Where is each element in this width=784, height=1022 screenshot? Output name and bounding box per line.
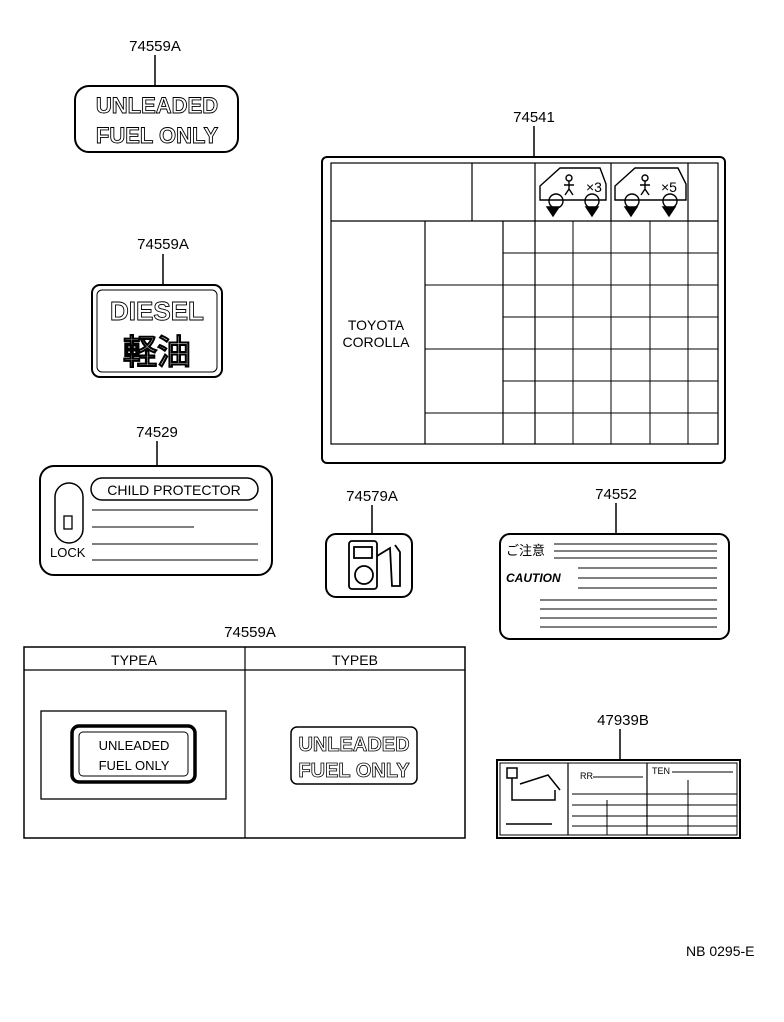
diesel-line2: 軽油 [123,334,191,372]
spec-ten-text: TEN [652,766,670,776]
caution-jp-heading: ご注意 [506,543,545,558]
type-b-line2: FUEL ONLY [298,760,410,782]
part-number-child-protector: 74529 [136,424,178,441]
type-a-line2: FUEL ONLY [99,758,170,773]
occupants-5-text: ×5 [661,179,677,195]
part-number-diesel: 74559A [137,236,189,253]
lock-switch-icon [54,482,84,544]
car-5-occupants-icon [614,167,687,218]
type-comparison-panel: 74559A TYPEA TYPEB UNLEADED FUEL ONLY UN… [23,624,466,839]
diesel-label: 74559A DIESEL 軽油 [91,236,223,378]
caution-en-heading: CAUTION [506,571,561,585]
diagram-code: NB 0295-E [686,943,754,959]
unleaded-top-line1: UNLEADED [96,93,218,118]
caution-label: 74552 ご注意 CAUTION [499,486,730,640]
car-3-occupants-icon [539,167,607,218]
spec-label: 47939B RR TEN [496,712,741,839]
type-b-heading: TYPEB [332,652,378,668]
caution-text-lines [540,543,717,628]
vehicle-name-line2: COROLLA [343,334,411,350]
fuel-pump-icon [348,540,401,590]
part-number-caution: 74552 [595,486,637,503]
part-number-load-table: 74541 [513,109,555,126]
unleaded-label-top: 74559A UNLEADED FUEL ONLY [74,38,239,153]
part-number-type-panel: 74559A [224,624,276,641]
part-number-unleaded-top: 74559A [129,38,181,55]
unleaded-top-line2: FUEL ONLY [96,123,219,148]
tire-diagram-icon [506,767,561,825]
diesel-line1: DIESEL [110,296,204,326]
child-protector-label: 74529 CHILD PROTECTOR LOCK [39,424,273,576]
occupants-3-text: ×3 [586,179,602,195]
type-a-line1: UNLEADED [99,738,170,753]
spec-grid-lines [572,771,737,835]
part-number-fuel-icon: 74579A [346,488,398,505]
part-number-spec-label: 47939B [597,712,649,729]
vehicle-name-line1: TOYOTA [348,317,405,333]
lock-text: LOCK [50,545,86,560]
type-b-line1: UNLEADED [298,734,409,756]
type-a-heading: TYPEA [111,652,158,668]
spec-rr-text: RR [580,771,593,781]
fuel-icon-label: 74579A [325,488,413,598]
child-protector-title: CHILD PROTECTOR [107,482,241,498]
load-table-label: 74541 ×3 ×5 [321,109,726,464]
